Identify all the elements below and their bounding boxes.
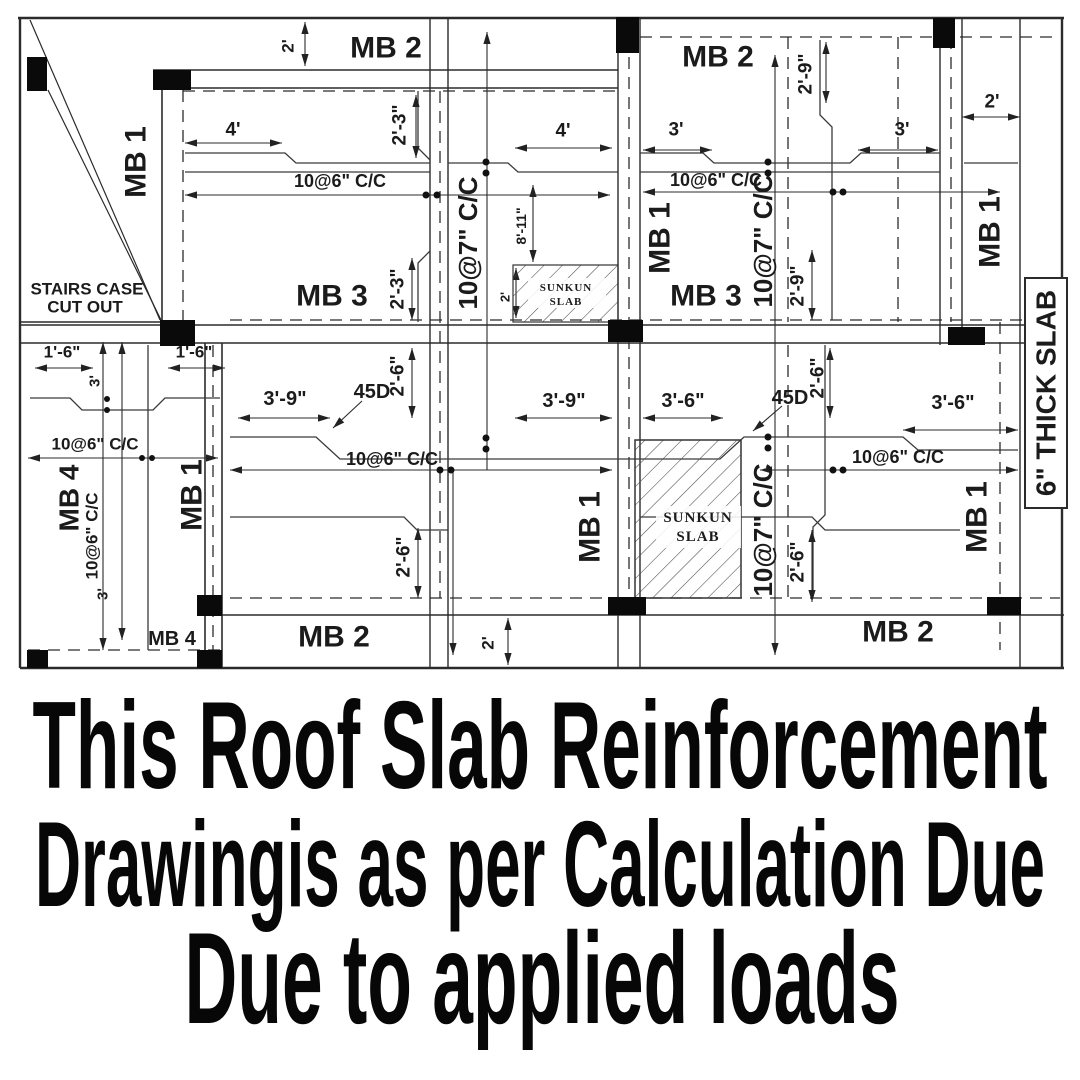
beam-grid-lines bbox=[18, 16, 1064, 670]
beam-label-mb1-lower-left: MB 1 bbox=[176, 459, 209, 531]
beam-label-mb4-left: MB 4 bbox=[54, 464, 85, 531]
beam-label-mb2-top-right: MB 2 bbox=[682, 41, 754, 74]
thick-slab-tag-box bbox=[1024, 277, 1068, 509]
beam-label-mb3-right: MB 3 bbox=[670, 280, 742, 313]
beam-label-mb3-left: MB 3 bbox=[296, 280, 368, 313]
dim-2ft-bottom: 2' bbox=[479, 636, 498, 650]
dim-2-6-lower-right: 2'-6" bbox=[788, 542, 809, 583]
dim-2-3-upper: 2'-3" bbox=[390, 105, 411, 146]
spacing-10at6-top-right: 10@6" C/C bbox=[670, 170, 762, 190]
dim-3ft-right: 3' bbox=[894, 120, 909, 141]
caption-block: This Roof Slab Reinforcement Drawingis a… bbox=[33, 690, 1048, 1051]
beam-label-mb1-right-top: MB 1 bbox=[974, 196, 1007, 268]
beam-label-mb2-top-left: MB 2 bbox=[350, 32, 422, 65]
spacing-10at6-mid-center: 10@6" C/C bbox=[346, 449, 438, 469]
dim-2-6-upper-left: 2'-6" bbox=[388, 356, 409, 397]
thick-slab-note: 6" THICK SLAB bbox=[1031, 290, 1062, 496]
spacing-10at6-vertical: 10@6" C/C bbox=[83, 492, 102, 579]
stairs-note-line1: STAIRS CASE bbox=[30, 280, 143, 299]
spacing-10at6-mid-left: 10@6" C/C bbox=[51, 435, 138, 454]
dim-2-3-lower: 2'-3" bbox=[388, 269, 409, 310]
sunken-slab-large-label-line2: SLAB bbox=[676, 529, 719, 545]
caption-line-3: Due to applied loads bbox=[185, 905, 900, 1051]
beam-label-mb2-bottom-left: MB 2 bbox=[298, 621, 370, 654]
sunken-slab-small-label-line2: SLAB bbox=[550, 296, 583, 308]
dim-3ft-center: 3' bbox=[668, 120, 683, 141]
dim-2ft-sunken: 2' bbox=[498, 292, 513, 302]
dim-4ft-center: 4' bbox=[555, 121, 570, 142]
dim-2ft-top-left: 2' bbox=[279, 39, 298, 53]
structural-plan-drawing: 2' MB 2 MB 2 2'-9" 2' MB 1 4' 2'-3" 4' 3… bbox=[18, 16, 1068, 670]
beam-label-mb1-lower-center: MB 1 bbox=[574, 491, 607, 563]
dim-4ft-left: 4' bbox=[225, 120, 240, 141]
spacing-10at7-right-bottom: 10@7" C/C bbox=[748, 463, 778, 596]
sunken-slab-small-label-line1: SUNKUN bbox=[540, 282, 592, 294]
dim-3-6-center: 3'-6" bbox=[661, 390, 704, 412]
dim-3-9-center: 3'-9" bbox=[542, 390, 585, 412]
caption-line-2: Drawingis as per Calculation Due bbox=[35, 796, 1045, 932]
beam-label-mb1-center-top: MB 1 bbox=[644, 202, 677, 274]
spacing-10at6-top-left: 10@6" C/C bbox=[294, 171, 386, 191]
beam-label-mb1-left-top: MB 1 bbox=[120, 126, 153, 198]
columns bbox=[27, 17, 1021, 668]
dim-2ft-right-top: 2' bbox=[984, 92, 999, 113]
dim-2-6-lower-left: 2'-6" bbox=[394, 537, 415, 578]
labels: 2' MB 2 MB 2 2'-9" 2' MB 1 4' 2'-3" 4' 3… bbox=[30, 32, 1061, 654]
sunken-slab-large-label-line1: SUNKUN bbox=[663, 510, 732, 526]
dim-3-9-left: 3'-9" bbox=[263, 388, 306, 410]
dim-1-6-left: 1'-6" bbox=[44, 343, 81, 362]
beam-label-mb1-right-bottom: MB 1 bbox=[961, 481, 994, 553]
sunken-slab-areas bbox=[512, 264, 742, 599]
dim-2-6-upper-right: 2'-6" bbox=[808, 358, 829, 399]
dim-1-6-right: 1'-6" bbox=[176, 343, 213, 362]
dim-2-9-top-right: 2'-9" bbox=[796, 54, 817, 95]
dim-3ft-stairs-lower: 3' bbox=[95, 588, 112, 600]
spacing-10at7-right-top: 10@7" C/C bbox=[748, 174, 778, 307]
beam-label-mb2-bottom-right: MB 2 bbox=[862, 616, 934, 649]
note-45d-right: 45D bbox=[772, 387, 809, 409]
spacing-10at6-mid-right: 10@6" C/C bbox=[852, 447, 944, 467]
stairs-note-line2: CUT OUT bbox=[47, 298, 123, 317]
caption-line-1: This Roof Slab Reinforcement bbox=[33, 690, 1048, 815]
dim-3-6-right: 3'-6" bbox=[931, 392, 974, 414]
note-45d-left: 45D bbox=[354, 381, 391, 403]
dim-8-11: 8'-11" bbox=[513, 207, 529, 244]
spacing-10at7-left: 10@7" C/C bbox=[453, 176, 483, 309]
dimension-lines bbox=[28, 22, 1020, 665]
dim-3ft-stairs-upper: 3' bbox=[87, 375, 104, 387]
beam-label-mb4-bottom: MB 4 bbox=[148, 628, 197, 650]
crossing-dots bbox=[104, 158, 847, 474]
dim-2-9-mid-right: 2'-9" bbox=[788, 266, 809, 307]
